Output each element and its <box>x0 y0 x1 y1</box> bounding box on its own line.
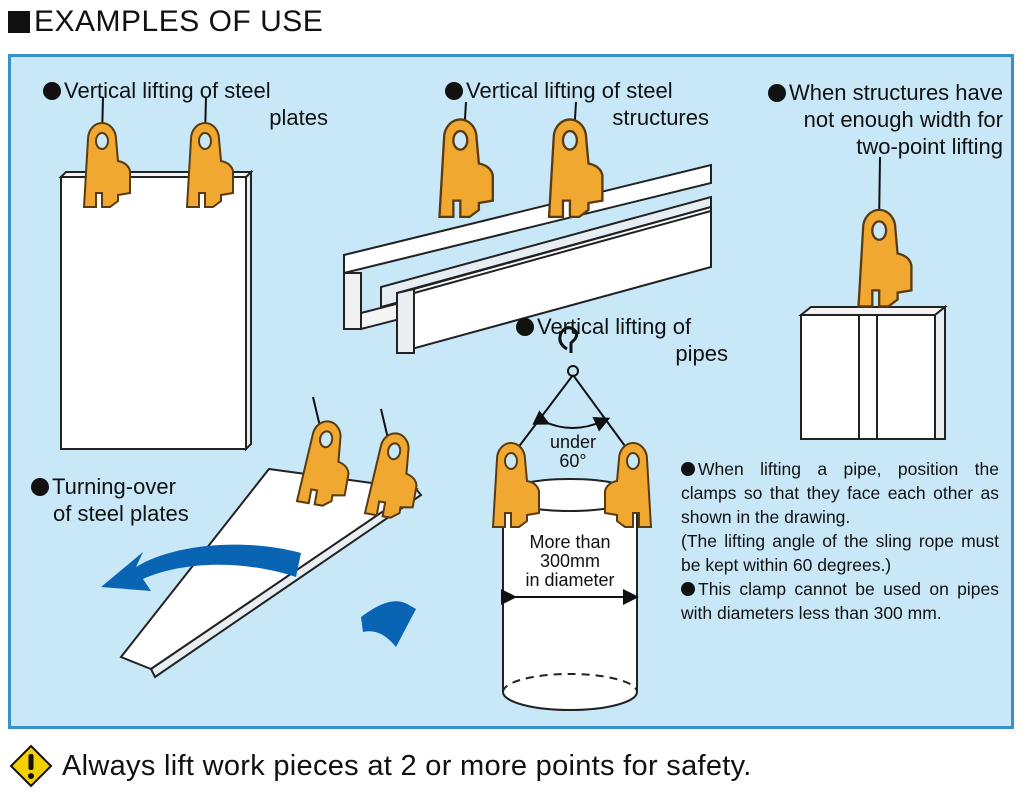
label-structures: Vertical lifting of steel structures <box>445 77 709 131</box>
label-structures-line2: structures <box>612 105 709 130</box>
label-turning: Turning-over of steel plates <box>31 473 189 527</box>
bullet-icon <box>516 318 534 336</box>
narrow-structure <box>798 156 948 440</box>
diameter-label-line2: 300mm <box>539 551 601 571</box>
label-pipes-line1: Vertical lifting of <box>537 314 692 339</box>
turn-arrow-right <box>361 601 416 647</box>
diameter-label-line1: More than <box>529 532 611 552</box>
label-plates-line2: plates <box>269 105 328 130</box>
angle-label-line1: under <box>549 432 597 452</box>
label-narrow-line2: not enough width for <box>803 107 1003 132</box>
note-3: This clamp cannot be used on pipes with … <box>681 579 999 623</box>
label-plates: Vertical lifting of steel plates <box>43 77 328 131</box>
label-narrow-line3: two-point lifting <box>856 134 1003 159</box>
angle-label-line2: 60° <box>559 451 587 471</box>
label-narrow-line1: When structures have <box>789 80 1003 105</box>
diameter-label-line3: in diameter <box>525 570 615 590</box>
note-2: (The lifting angle of the sling rope mus… <box>681 531 999 575</box>
examples-illustration <box>58 96 948 711</box>
label-pipes: Vertical lifting of pipes <box>516 313 728 367</box>
label-structures-line1: Vertical lifting of steel <box>466 78 673 103</box>
pipe-notes: When lifting a pipe, position the clamps… <box>681 457 999 625</box>
shackle-hook-icon <box>558 326 579 353</box>
label-narrow: When structures have not enough width fo… <box>741 79 1003 160</box>
turn-arrow-left <box>101 544 301 591</box>
pipe-lifting <box>492 326 652 711</box>
steel-plate-vertical <box>58 96 254 452</box>
angle-label: under 60° <box>538 433 608 471</box>
bullet-icon <box>768 84 787 102</box>
examples-panel: Vertical lifting of steel plates Vertica… <box>8 54 1014 729</box>
label-plates-line1: Vertical lifting of steel <box>64 78 271 103</box>
bullet-icon <box>681 462 695 476</box>
bullet-icon <box>43 82 61 100</box>
bullet-icon <box>31 478 49 496</box>
warning-icon <box>9 744 53 788</box>
page-header: EXAMPLES OF USE <box>8 2 323 42</box>
bullet-icon <box>445 82 463 100</box>
steel-structure-beam <box>343 101 712 355</box>
page-title: EXAMPLES OF USE <box>34 5 324 38</box>
bullet-icon <box>681 582 695 596</box>
note-1: When lifting a pipe, position the clamps… <box>681 459 999 527</box>
safety-warning-text: Always lift work pieces at 2 or more poi… <box>62 749 752 782</box>
diameter-label: More than 300mm in diameter <box>511 533 629 590</box>
header-square-icon <box>8 11 30 33</box>
turning-over-plate <box>101 396 426 679</box>
safety-footer: Always lift work pieces at 2 or more poi… <box>8 743 752 789</box>
label-turning-line1: Turning-over <box>52 474 176 499</box>
label-turning-line2: of steel plates <box>53 501 189 526</box>
label-pipes-line2: pipes <box>675 341 728 366</box>
